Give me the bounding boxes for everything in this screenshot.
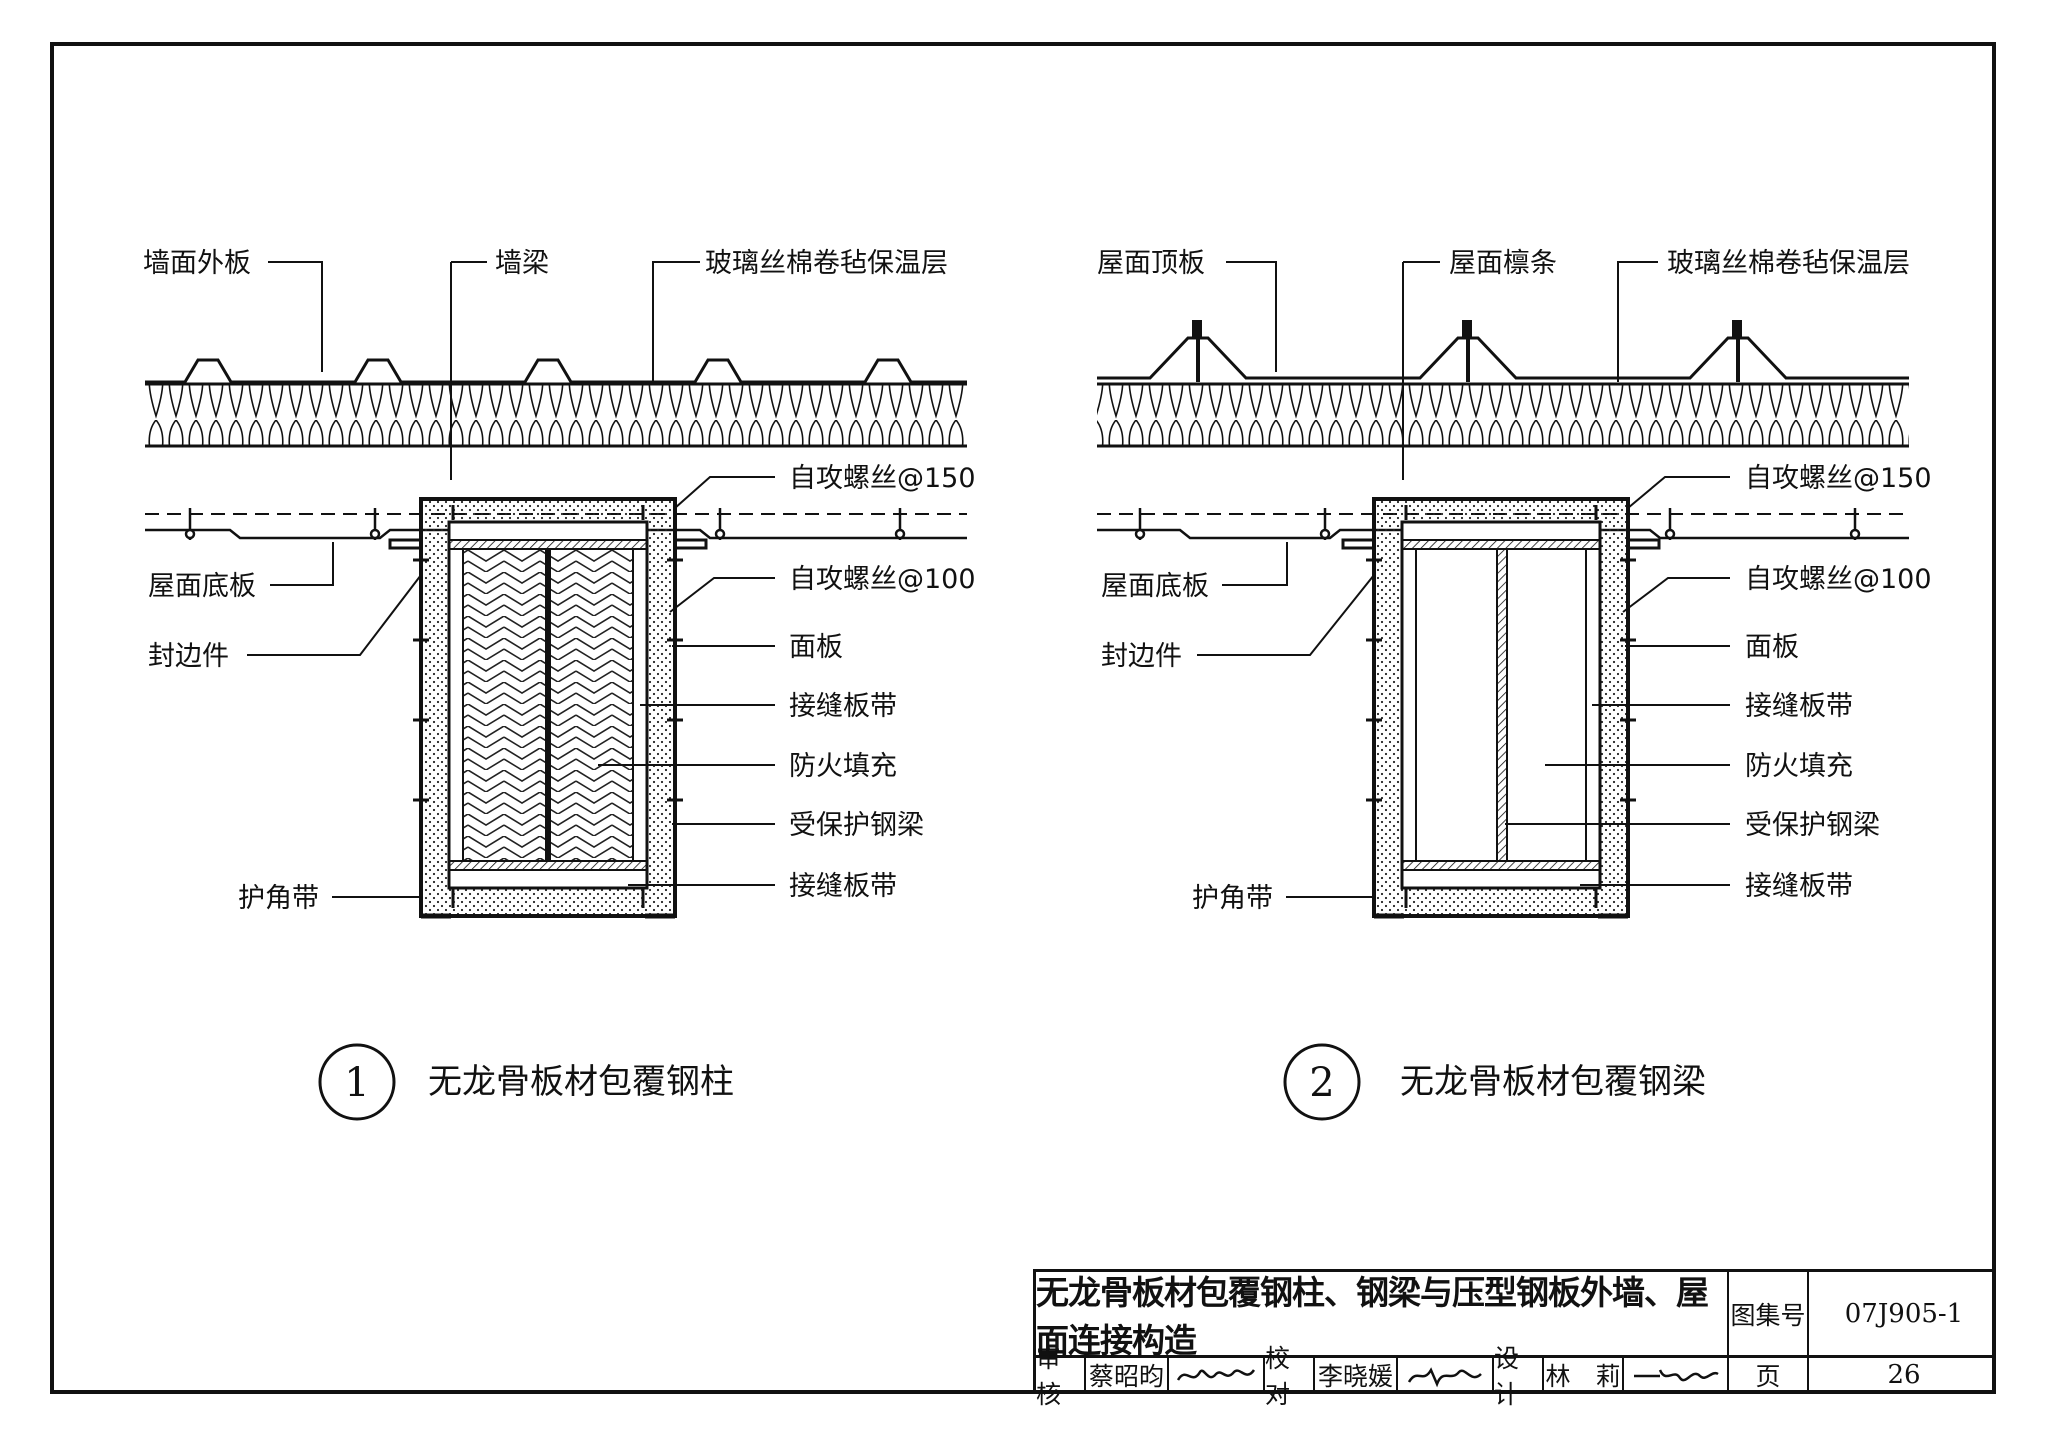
label-screw-150-2: 自攻螺丝@150 — [1745, 463, 1932, 494]
label-joint-strip-2: 接缝板带 — [789, 871, 897, 902]
atlas-label-cell: 图集号 — [1729, 1272, 1809, 1355]
designer-signature — [1624, 1355, 1729, 1394]
checker-signature — [1398, 1355, 1494, 1394]
label-joint-strip-1-2: 接缝板带 — [1745, 691, 1853, 722]
beam-cladding-2 — [1341, 497, 1661, 919]
design-label: 设计 — [1494, 1343, 1520, 1409]
review-label-cell: 审核 — [1036, 1344, 1086, 1409]
label-roof-bottom-panel: 屋面底板 — [148, 571, 256, 602]
atlas-no-cell: 07J905-1 — [1809, 1272, 1999, 1355]
label-corner-strip: 护角带 — [238, 883, 319, 914]
insulation-layer-2 — [1097, 382, 1909, 448]
checker-cell: 李晓媛 — [1315, 1355, 1398, 1394]
title-block: 无龙骨板材包覆钢柱、钢梁与压型钢板外墙、屋面连接构造 图集号 07J905-1 … — [1033, 1269, 1999, 1409]
check-label: 校对 — [1265, 1343, 1291, 1409]
page-no-cell: 26 — [1809, 1355, 1999, 1394]
label-face-panel: 面板 — [789, 632, 843, 663]
page-number: 26 — [1887, 1359, 1921, 1390]
detail-number-circle-1 — [318, 1043, 396, 1121]
label-roof-top-panel: 屋面顶板 — [1097, 248, 1205, 279]
label-fire-fill-2: 防火填充 — [1745, 751, 1853, 782]
label-wall-outer-panel: 墙面外板 — [143, 248, 251, 279]
reviewer-cell: 蔡昭昀 — [1086, 1355, 1169, 1394]
label-face-panel-2: 面板 — [1745, 632, 1799, 663]
label-screw-150: 自攻螺丝@150 — [789, 463, 976, 494]
check-label-cell: 校对 — [1265, 1344, 1315, 1409]
designer-cell: 林 莉 — [1544, 1355, 1624, 1394]
label-roof-purlin: 屋面檩条 — [1449, 248, 1557, 279]
detail-number-2: 2 — [1309, 1060, 1334, 1106]
detail-1: 墙面外板 墙梁 玻璃丝棉卷毡保温层 自攻螺丝@150 屋面底板 自攻螺丝@100… — [143, 248, 976, 1121]
review-label: 审核 — [1036, 1343, 1062, 1409]
label-protected-beam: 受保护钢梁 — [789, 810, 924, 841]
roof-bottom-panel-1 — [145, 508, 967, 540]
roof-top-panel-profile-2 — [1097, 336, 1909, 380]
insulation-layer-1 — [145, 382, 967, 448]
column-cladding-1 — [388, 497, 708, 919]
label-corner-strip-2: 护角带 — [1192, 883, 1273, 914]
seam-clips-2 — [1192, 320, 1742, 382]
page-label: 页 — [1755, 1361, 1781, 1391]
label-roof-bottom-panel-2: 屋面底板 — [1101, 571, 1209, 602]
detail-2: 屋面顶板 屋面檩条 玻璃丝棉卷毡保温层 自攻螺丝@150 屋面底板 自攻螺丝@1… — [1097, 248, 1932, 1121]
designer-name: 林 莉 — [1545, 1361, 1621, 1391]
reviewer-signature — [1169, 1355, 1265, 1394]
detail-caption-2: 无龙骨板材包覆钢梁 — [1400, 1062, 1706, 1102]
detail-caption-1: 无龙骨板材包覆钢柱 — [428, 1062, 734, 1102]
label-edge-piece: 封边件 — [148, 641, 229, 672]
label-protected-beam-2: 受保护钢梁 — [1745, 810, 1880, 841]
label-joint-strip-2-2: 接缝板带 — [1745, 871, 1853, 902]
title-cell: 无龙骨板材包覆钢柱、钢梁与压型钢板外墙、屋面连接构造 — [1036, 1272, 1729, 1360]
checker-name: 李晓媛 — [1317, 1361, 1393, 1391]
atlas-number: 07J905-1 — [1844, 1298, 1964, 1329]
label-edge-piece-2: 封边件 — [1101, 641, 1182, 672]
label-screw-100: 自攻螺丝@100 — [789, 564, 976, 595]
page-label-cell: 页 — [1729, 1355, 1809, 1394]
drawing-frame — [50, 42, 1996, 1394]
label-insulation-2: 玻璃丝棉卷毡保温层 — [1667, 248, 1910, 279]
label-screw-100-2: 自攻螺丝@100 — [1745, 564, 1932, 595]
detail-number-1: 1 — [344, 1060, 369, 1106]
wall-outer-panel-profile-1 — [145, 358, 967, 384]
atlas-label: 图集号 — [1730, 1300, 1806, 1330]
leader-lines-1 — [247, 261, 775, 898]
label-wall-beam: 墙梁 — [495, 248, 549, 279]
label-insulation: 玻璃丝棉卷毡保温层 — [705, 248, 948, 279]
drawing-title: 无龙骨板材包覆钢柱、钢梁与压型钢板外墙、屋面连接构造 — [1036, 1272, 1709, 1360]
label-fire-fill: 防火填充 — [789, 751, 897, 782]
label-joint-strip-1: 接缝板带 — [789, 691, 897, 722]
reviewer-name: 蔡昭昀 — [1088, 1361, 1164, 1391]
leader-lines-2 — [1197, 261, 1730, 898]
design-label-cell: 设计 — [1494, 1344, 1544, 1409]
detail-number-circle-2 — [1283, 1043, 1361, 1121]
